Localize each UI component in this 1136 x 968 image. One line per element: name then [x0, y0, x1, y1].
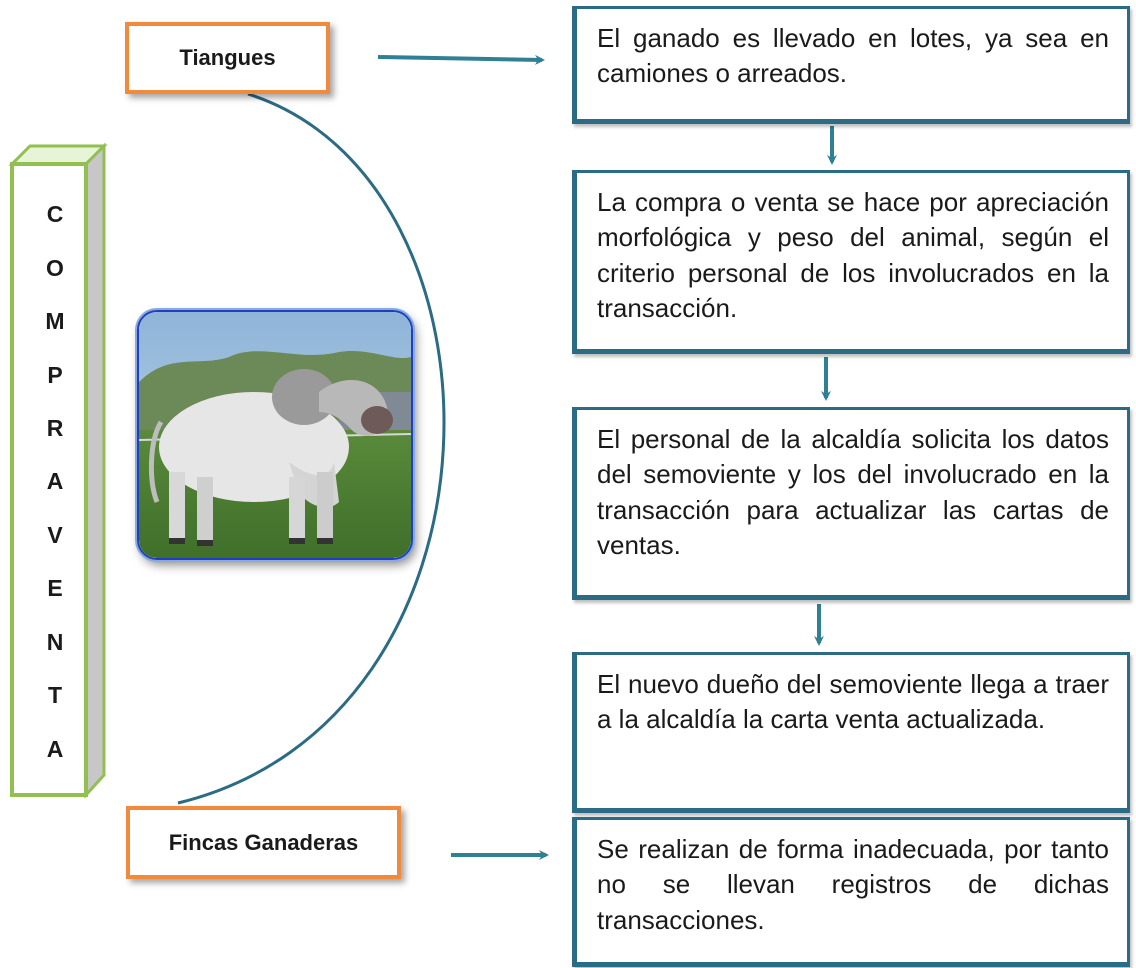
fincas-note-text: Se realizan de forma inadecuada, por tan…	[597, 834, 1109, 935]
bull-photo	[137, 310, 413, 560]
tiangues-tag: Tiangues	[125, 22, 330, 94]
step-box-2: La compra o venta se hace por apreciació…	[572, 170, 1130, 354]
tiangues-label: Tiangues	[179, 45, 276, 70]
step-box-4: El nuevo dueño del semoviente llega a tr…	[572, 652, 1130, 813]
step-box-3: El personal de la alcaldía solicita los …	[572, 407, 1130, 600]
bull-illustration	[139, 312, 411, 558]
bracket-curve	[177, 92, 446, 805]
step-3-text: El personal de la alcaldía solicita los …	[597, 424, 1109, 561]
step-box-1: El ganado es llevado en lotes, ya sea en…	[572, 6, 1130, 124]
step-4-text: El nuevo dueño del semoviente llega a tr…	[597, 669, 1109, 735]
step-1-text: El ganado es llevado en lotes, ya sea en…	[597, 23, 1109, 89]
fincas-label: Fincas Ganaderas	[168, 829, 359, 855]
step-2-text: La compra o venta se hace por apreciació…	[597, 187, 1109, 324]
fincas-note-box: Se realizan de forma inadecuada, por tan…	[572, 817, 1130, 967]
arrow-tiangues	[377, 54, 545, 65]
fincas-ganaderas-tag: Fincas Ganaderas	[126, 806, 401, 879]
